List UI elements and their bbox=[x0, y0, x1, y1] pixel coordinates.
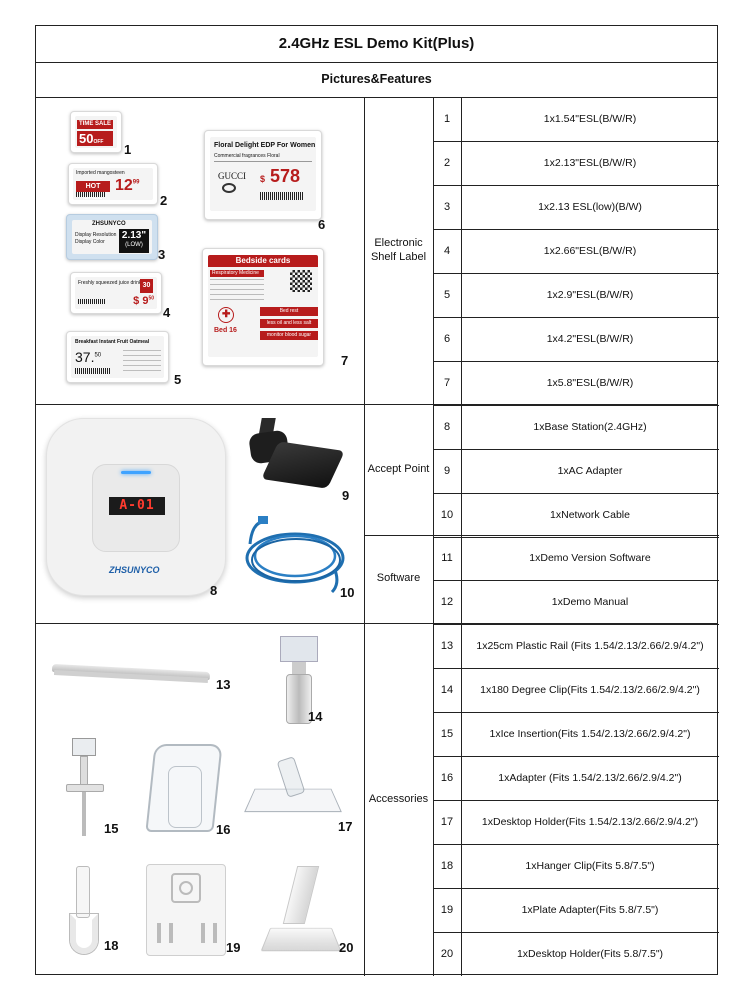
item-number: 16 bbox=[440, 772, 454, 785]
base-station-display: A-01 bbox=[109, 497, 165, 515]
callout-20: 20 bbox=[339, 940, 354, 955]
item-description: 1xDesktop Holder(Fits 5.8/7.5") bbox=[516, 948, 664, 961]
callout-1: 1 bbox=[124, 142, 132, 157]
item-number: 8 bbox=[443, 420, 451, 433]
item-number: 9 bbox=[443, 464, 451, 477]
esl-tag-2-66: Freshly squeezed juice drinks 30 $ 950 bbox=[70, 272, 162, 314]
item-description: 1x2.13"ESL(B/W/R) bbox=[543, 156, 637, 169]
item-description: 1xBase Station(2.4GHz) bbox=[533, 420, 647, 433]
item-number: 2 bbox=[443, 156, 451, 169]
callout-16: 16 bbox=[216, 822, 231, 837]
item-description: 1xHanger Clip(Fits 5.8/7.5") bbox=[525, 860, 655, 873]
item-description: 1xDemo Version Software bbox=[529, 552, 651, 565]
item-description: 1x2.13 ESL(low)(B/W) bbox=[538, 200, 642, 213]
item-number: 13 bbox=[440, 640, 454, 653]
item-number: 18 bbox=[440, 860, 454, 873]
desktop-holder-large bbox=[260, 866, 342, 958]
item-number: 14 bbox=[440, 684, 454, 697]
item-number: 20 bbox=[440, 948, 454, 961]
esl-tag-1-54: TIME SALE 50OFF bbox=[70, 111, 122, 153]
item-description: 1xIce Insertion(Fits 1.54/2.13/2.66/2.9/… bbox=[489, 728, 691, 741]
item-number: 19 bbox=[440, 904, 454, 917]
ac-adapter bbox=[242, 418, 352, 498]
esl-tag-2-13-low: ZHSUNYCO Display Resolution Display Colo… bbox=[66, 214, 158, 260]
page-title: 2.4GHz ESL Demo Kit(Plus) bbox=[278, 35, 475, 52]
desktop-holder-small bbox=[244, 754, 342, 824]
category-accessories: Accessories bbox=[368, 792, 429, 805]
callout-5: 5 bbox=[174, 372, 182, 387]
item-description: 1x1.54"ESL(B/W/R) bbox=[543, 112, 637, 125]
item-number: 6 bbox=[443, 332, 451, 345]
callout-9: 9 bbox=[342, 488, 350, 503]
callout-7: 7 bbox=[341, 353, 349, 368]
item-description: 1x2.66"ESL(B/W/R) bbox=[543, 244, 637, 257]
section-subtitle: Pictures&Features bbox=[321, 72, 432, 86]
callout-15: 15 bbox=[104, 821, 119, 836]
callout-8: 8 bbox=[210, 583, 218, 598]
plate-adapter bbox=[146, 864, 226, 956]
item-description: 1x25cm Plastic Rail (Fits 1.54/2.13/2.66… bbox=[476, 640, 704, 653]
esl-tag-5-8: Bedside cards Respiratory Medicine ✚ Bed… bbox=[202, 248, 324, 366]
demo-kit-table: 2.4GHz ESL Demo Kit(Plus) Pictures&Featu… bbox=[35, 25, 719, 976]
category-electronic-shelf-label: Electronic Shelf Label bbox=[370, 236, 427, 263]
item-number: 10 bbox=[440, 508, 454, 521]
item-description: 1x4.2"ESL(B/W/R) bbox=[546, 332, 634, 345]
item-number: 3 bbox=[443, 200, 451, 213]
callout-19: 19 bbox=[226, 940, 241, 955]
acrylic-adapter bbox=[144, 738, 224, 838]
callout-6: 6 bbox=[318, 217, 326, 232]
hanger-clip bbox=[66, 866, 106, 958]
item-number: 17 bbox=[440, 816, 454, 829]
callout-4: 4 bbox=[163, 305, 171, 320]
item-number: 11 bbox=[441, 552, 453, 565]
item-description: 1xAC Adapter bbox=[557, 464, 623, 477]
callout-18: 18 bbox=[104, 938, 119, 953]
item-number: 1 bbox=[443, 112, 451, 125]
180-degree-clip bbox=[270, 636, 330, 731]
item-description: 1x180 Degree Clip(Fits 1.54/2.13/2.66/2.… bbox=[480, 684, 700, 697]
base-station: A-01 ZHSUNYCO bbox=[46, 418, 226, 596]
item-number: 4 bbox=[443, 244, 451, 257]
esl-tag-2-9: Breakfast Instant Fruit Oatmeal 37.50 bbox=[66, 331, 169, 383]
item-number: 15 bbox=[440, 728, 454, 741]
callout-10: 10 bbox=[340, 585, 355, 600]
item-description: 1xNetwork Cable bbox=[550, 508, 630, 521]
category-software: Software bbox=[376, 572, 421, 585]
item-description: 1xAdapter (Fits 1.54/2.13/2.66/2.9/4.2") bbox=[498, 772, 682, 785]
callout-3: 3 bbox=[158, 247, 166, 262]
callout-14: 14 bbox=[308, 709, 323, 724]
callout-13: 13 bbox=[216, 677, 231, 692]
plastic-rail bbox=[51, 663, 212, 686]
ice-insertion bbox=[64, 738, 108, 838]
item-number: 5 bbox=[443, 288, 451, 301]
esl-tag-4-2: Floral Delight EDP For Women Commercial … bbox=[204, 130, 322, 220]
item-description: 1xDemo Manual bbox=[551, 596, 629, 609]
category-accept-point: Accept Point bbox=[367, 462, 430, 475]
item-description: 1xPlate Adapter(Fits 5.8/7.5") bbox=[521, 904, 659, 917]
item-description: 1x5.8"ESL(B/W/R) bbox=[546, 376, 634, 389]
network-cable bbox=[245, 516, 345, 594]
item-description: 1xDesktop Holder(Fits 1.54/2.13/2.66/2.9… bbox=[481, 816, 699, 829]
item-number: 7 bbox=[443, 376, 451, 389]
callout-17: 17 bbox=[338, 819, 353, 834]
item-description: 1x2.9"ESL(B/W/R) bbox=[546, 288, 634, 301]
item-number: 12 bbox=[440, 596, 454, 609]
callout-2: 2 bbox=[160, 193, 168, 208]
esl-tag-2-13: Imported mangosteen HOT SALE 1299 bbox=[68, 163, 158, 205]
